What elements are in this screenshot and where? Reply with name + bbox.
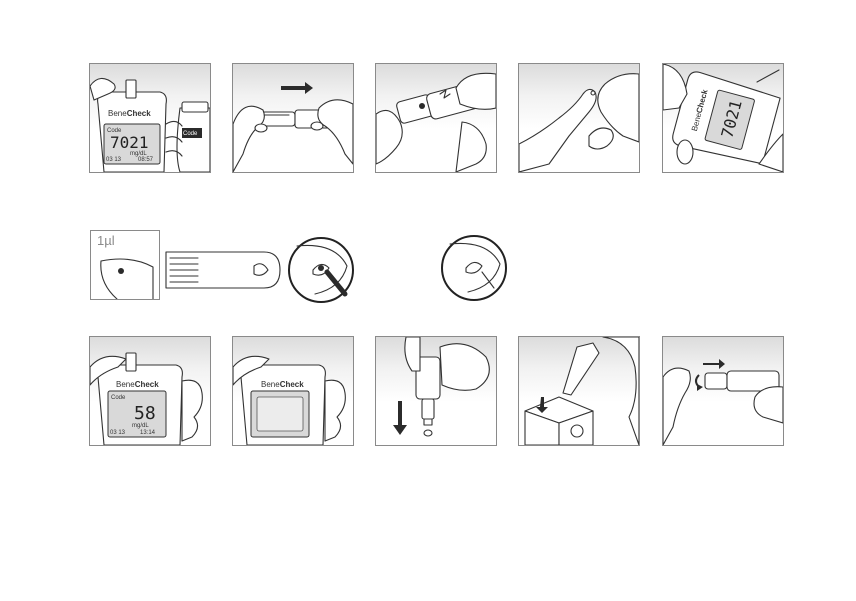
step-read-result-panel: BeneCheck Code 58 mg/dL 03 13 13:14 xyxy=(89,336,211,446)
step-pull-cap-panel xyxy=(232,63,354,173)
svg-text:08:57: 08:57 xyxy=(138,157,154,163)
step-replace-cap-panel xyxy=(662,336,784,446)
svg-text:BeneCheck: BeneCheck xyxy=(116,380,159,389)
svg-text:13:14: 13:14 xyxy=(140,430,156,436)
svg-text:Code: Code xyxy=(183,131,198,137)
svg-text:BeneCheck: BeneCheck xyxy=(108,109,151,118)
svg-text:Code: Code xyxy=(111,395,126,401)
strip-tip-magnified-good xyxy=(287,236,355,304)
svg-text:7021: 7021 xyxy=(110,133,149,152)
step-insert-strip-code-panel: BeneCheck Code 7021 mg/dL 03 13 08:57 Co… xyxy=(89,63,211,173)
strip-tip-magnified-empty xyxy=(440,234,508,302)
step-dispose-lancet-panel xyxy=(518,336,640,446)
svg-text:03 13: 03 13 xyxy=(110,430,126,436)
step-remove-strip-panel: BeneCheck xyxy=(232,336,354,446)
step-apply-blood-panel: 7021 BeneCheck xyxy=(662,63,784,173)
blood-volume-diagram: 1µl xyxy=(90,230,160,300)
svg-text:BeneCheck: BeneCheck xyxy=(261,380,304,389)
step-cock-lancet-panel xyxy=(375,63,497,173)
svg-text:03 13: 03 13 xyxy=(106,157,122,163)
step-prick-finger-panel xyxy=(518,63,640,173)
step-eject-lancet-panel xyxy=(375,336,497,446)
svg-text:58: 58 xyxy=(134,403,156,424)
svg-text:mg/dL: mg/dL xyxy=(132,423,149,429)
